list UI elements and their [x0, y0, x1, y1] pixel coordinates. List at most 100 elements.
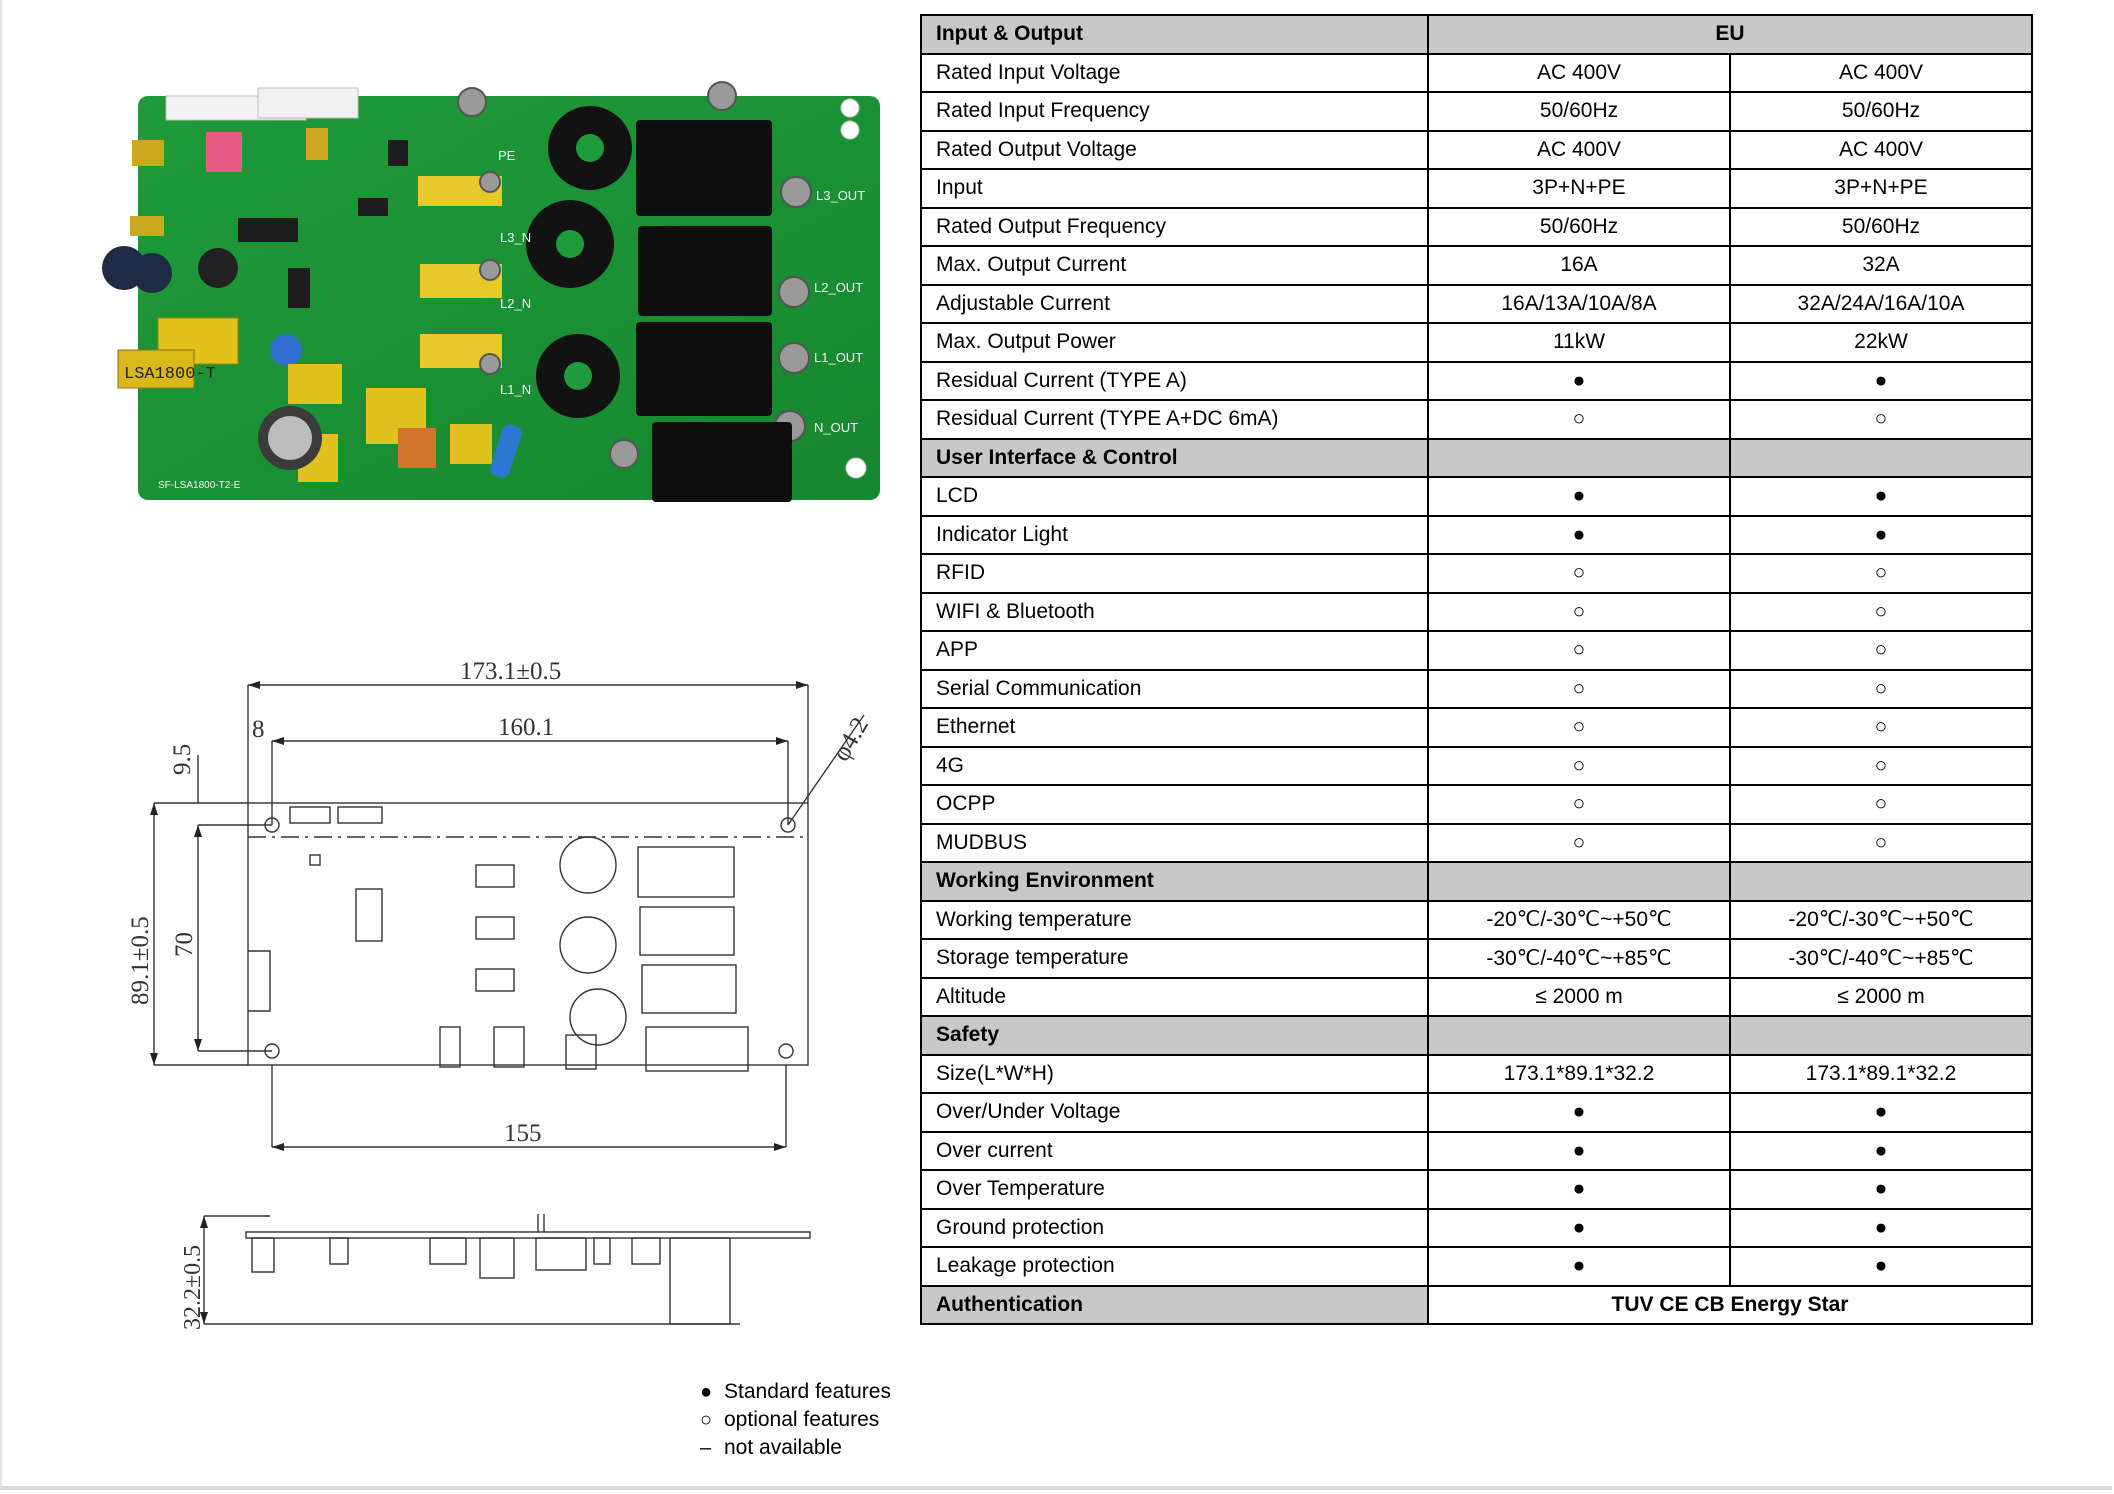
dim-hole-pitch: 70: [171, 932, 198, 957]
l3-out-label: L3_OUT: [816, 188, 865, 203]
spec-value-2: ○: [1729, 707, 2033, 748]
table-row: Leakage protection●●: [920, 1246, 2033, 1287]
spec-label: Storage temperature: [920, 938, 1429, 979]
spec-value-2: 3P+N+PE: [1729, 168, 2033, 209]
spec-value-1: ○: [1427, 707, 1731, 748]
spec-value-2: ●: [1729, 1246, 2033, 1287]
legend-optional-text: optional features: [724, 1408, 880, 1431]
spec-label: APP: [920, 630, 1429, 671]
spec-value-1: 50/60Hz: [1427, 91, 1731, 132]
table-row: 4G○○: [920, 745, 2033, 786]
section-fill: [1427, 1015, 1731, 1056]
table-row: Over current●●: [920, 1130, 2033, 1171]
spec-value-2: ○: [1729, 591, 2033, 632]
section-fill: [1729, 1015, 2033, 1056]
spec-value-1: ○: [1427, 745, 1731, 786]
hollow-circle-icon: ○: [700, 1409, 713, 1431]
spec-value-2: ○: [1729, 784, 2033, 825]
spec-value-1: ●: [1427, 1246, 1731, 1287]
spec-label: Adjustable Current: [920, 283, 1429, 324]
spec-value-1: ●: [1427, 1092, 1731, 1133]
spec-value-1: ○: [1427, 630, 1731, 671]
table-row: Indicator Light●●: [920, 514, 2033, 555]
filled-circle-icon: ●: [700, 1381, 713, 1403]
spec-value-1: 173.1*89.1*32.2: [1427, 1053, 1731, 1094]
spec-value-2: 32A/24A/16A/10A: [1729, 283, 2033, 324]
spec-label: Over current: [920, 1130, 1429, 1171]
spec-value-2: ●: [1729, 1092, 2033, 1133]
pcb-top-drawing: 173.1±0.5 160.1 8 155 9.5 89.1±0.5 70 φ4…: [127, 658, 874, 1151]
spec-value-1: ○: [1427, 822, 1731, 863]
legend-na-text: not available: [724, 1436, 842, 1459]
legend-standard: ● Standard features: [700, 1378, 891, 1406]
table-row: Altitude≤ 2000 m≤ 2000 m: [920, 976, 2033, 1017]
table-header-row: Input & Output EU: [920, 14, 2033, 55]
table-row: Ethernet○○: [920, 707, 2033, 748]
spec-value-2: ●: [1729, 1169, 2033, 1210]
table-row: Over Temperature●●: [920, 1169, 2033, 1210]
spec-value-1: ○: [1427, 399, 1731, 440]
l2-n-label: L2_N: [500, 296, 531, 311]
table-row: Storage temperature-30℃/-40℃~+85℃-30℃/-4…: [920, 938, 2033, 979]
n-out-label: N_OUT: [814, 420, 858, 435]
pcb-photo: LSA1800-T PE L3_OUT L2_OUT L1_OUT N_OUT …: [102, 81, 880, 502]
spec-value-1: ≤ 2000 m: [1427, 976, 1731, 1017]
spec-label: Input: [920, 168, 1429, 209]
spec-value-1: ●: [1427, 1130, 1731, 1171]
spec-label: 4G: [920, 745, 1429, 786]
spec-value-2: ≤ 2000 m: [1729, 976, 2033, 1017]
spec-label: Leakage protection: [920, 1246, 1429, 1287]
spec-value-2: ●: [1729, 476, 2033, 517]
spec-label: Size(L*W*H): [920, 1053, 1429, 1094]
spec-value-1: -20℃/-30℃~+50℃: [1427, 899, 1731, 940]
spec-label: Over Temperature: [920, 1169, 1429, 1210]
spec-value-1: 16A: [1427, 245, 1731, 286]
spec-value-2: 50/60Hz: [1729, 91, 2033, 132]
dim-overall-length: 173.1±0.5: [460, 658, 561, 685]
dim-top-offset: 9.5: [169, 744, 196, 775]
spec-label: Serial Communication: [920, 668, 1429, 709]
spec-label: Max. Output Power: [920, 322, 1429, 363]
section-row: Working Environment: [920, 861, 2033, 902]
pe-label: PE: [498, 148, 516, 163]
spec-value-1: ○: [1427, 553, 1731, 594]
spec-value-2: -20℃/-30℃~+50℃: [1729, 899, 2033, 940]
spec-value-1: AC 400V: [1427, 129, 1731, 170]
spec-value-2: ○: [1729, 668, 2033, 709]
spec-label: Max. Output Current: [920, 245, 1429, 286]
spec-value-2: 50/60Hz: [1729, 206, 2033, 247]
section-row: User Interface & Control: [920, 437, 2033, 478]
spec-value-1: ●: [1427, 476, 1731, 517]
spec-label: WIFI & Bluetooth: [920, 591, 1429, 632]
spec-value-1: ●: [1427, 1169, 1731, 1210]
dim-left-offset: 8: [252, 716, 265, 743]
table-row: LCD●●: [920, 476, 2033, 517]
spec-label: Rated Output Frequency: [920, 206, 1429, 247]
feature-legend: ● Standard features ○ optional features …: [700, 1378, 891, 1462]
spec-value-1: 50/60Hz: [1427, 206, 1731, 247]
section-fill: [1427, 437, 1731, 478]
spec-label: RFID: [920, 553, 1429, 594]
table-row: Over/Under Voltage●●: [920, 1092, 2033, 1133]
spec-value-1: ○: [1427, 668, 1731, 709]
table-row: Ground protection●●: [920, 1207, 2033, 1248]
spec-value-1: 3P+N+PE: [1427, 168, 1731, 209]
spec-value-2: AC 400V: [1729, 129, 2033, 170]
table-row: Working temperature-20℃/-30℃~+50℃-20℃/-3…: [920, 899, 2033, 940]
spec-value-1: 16A/13A/10A/8A: [1427, 283, 1731, 324]
spec-value-1: AC 400V: [1427, 52, 1731, 93]
authentication-value: TUV CE CB Energy Star: [1427, 1284, 2033, 1325]
spec-value-1: 11kW: [1427, 322, 1731, 363]
table-row: Serial Communication○○: [920, 668, 2033, 709]
table-row: WIFI & Bluetooth○○: [920, 591, 2033, 632]
spec-label: Indicator Light: [920, 514, 1429, 555]
section-label: Working Environment: [920, 861, 1429, 902]
spec-value-2: ●: [1729, 360, 2033, 401]
section-label: Safety: [920, 1015, 1429, 1056]
